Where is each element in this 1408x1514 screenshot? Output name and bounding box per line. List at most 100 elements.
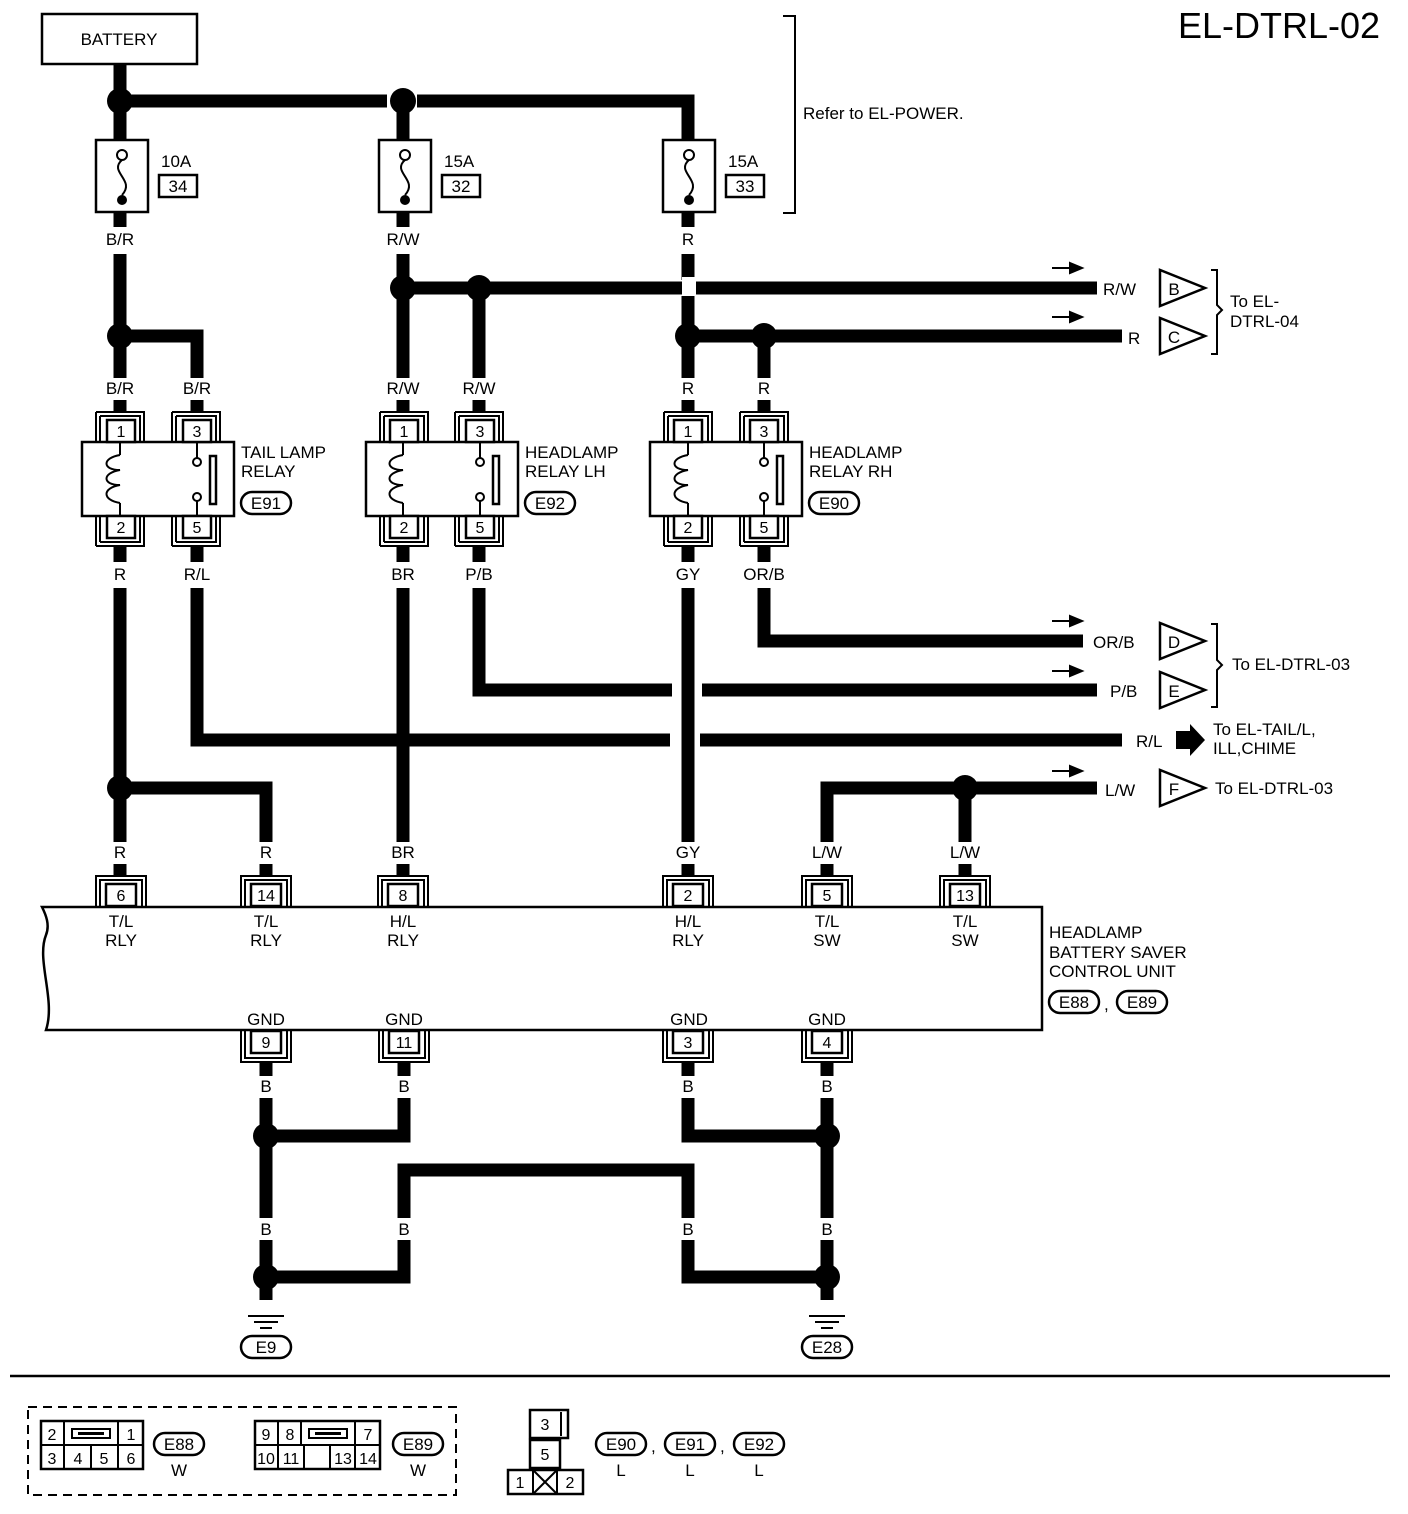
legend-e88: E88 [164, 1435, 194, 1454]
wire-label: R/W [462, 379, 495, 398]
wire-label: B [398, 1077, 409, 1096]
relay-pin: 5 [193, 520, 202, 537]
fuse-34-number-box [157, 173, 199, 199]
legend-comma: , [651, 1437, 656, 1456]
legend-pin: 9 [262, 1427, 271, 1444]
ground-left-label: E9 [256, 1338, 277, 1357]
wire-label: R/L [1136, 732, 1162, 751]
relay-pin: 3 [760, 424, 769, 441]
gnd-label: GND [670, 1010, 708, 1029]
wire-label: R [1128, 329, 1140, 348]
wire-label: R [260, 843, 272, 862]
wire-label: OR/B [743, 565, 785, 584]
relay-connector-box [807, 490, 861, 516]
cu-pin: 6 [117, 888, 126, 905]
cu-pin: 14 [257, 888, 275, 905]
wire-label: BR [391, 843, 415, 862]
wire-lw [820, 781, 1097, 842]
gnd-label: GND [247, 1010, 285, 1029]
relay-pin: 2 [117, 520, 126, 537]
relay-name: RELAY [241, 462, 296, 481]
to-tail-l1: To EL-TAIL/L, [1213, 720, 1316, 739]
relay-name: HEADLAMP [525, 443, 619, 462]
connector-f-flag [1158, 768, 1209, 808]
splice-dot [814, 1123, 840, 1149]
fuse-32 [377, 138, 433, 214]
legend-pin: 13 [334, 1451, 352, 1468]
cu-terminal-label: T/L [109, 912, 134, 931]
brace-icon [1211, 623, 1224, 708]
relay-tail-lamp [80, 411, 236, 547]
splice-dot [675, 323, 701, 349]
relay-name: RELAY LH [525, 462, 606, 481]
wire-label: R [114, 843, 126, 862]
connector-b-label: B [1168, 280, 1179, 299]
cu-separator: , [1104, 995, 1109, 1014]
wire-label: R [682, 230, 694, 249]
wire-rl [190, 546, 1122, 747]
e89-connector-face [253, 1419, 382, 1471]
splice-dot [107, 323, 133, 349]
control-unit-body [39, 905, 1044, 1032]
to-dtrl04-l2: DTRL-04 [1230, 312, 1299, 331]
relay-connector-box [239, 490, 293, 516]
refer-bracket [783, 15, 796, 214]
wire-pb [472, 546, 1097, 697]
cu-terminal-14 [240, 875, 292, 908]
wire-label: R [114, 565, 126, 584]
wire-label: B [821, 1077, 832, 1096]
cu-pin: 11 [396, 1035, 413, 1052]
wire-label: B/R [106, 379, 134, 398]
relay-headlamp-rh [648, 411, 804, 547]
gnd-label: GND [808, 1010, 846, 1029]
ground-connector-box [239, 1334, 293, 1360]
relay-pin: 2 [684, 520, 693, 537]
legend-connector-box [663, 1431, 717, 1457]
cu-terminal-6 [95, 875, 147, 908]
wire-label: B [682, 1220, 693, 1239]
wire-b [266, 1062, 411, 1143]
to-dtrl03-f: To EL-DTRL-03 [1215, 779, 1333, 798]
splice-dot [814, 1264, 840, 1290]
wire-rw-2 [403, 281, 486, 378]
connector-f-label: F [1169, 780, 1179, 799]
legend-pin: 2 [566, 1475, 575, 1492]
wire-label: OR/B [1093, 633, 1135, 652]
legend-e89: E89 [403, 1435, 433, 1454]
legend-e89-color: W [410, 1461, 426, 1480]
connector-d-label: D [1168, 633, 1180, 652]
cu-terminal-label: T/L [254, 912, 279, 931]
wire-label: BR [391, 565, 415, 584]
wire-label: L/W [950, 843, 980, 862]
cu-terminal-5 [801, 875, 853, 908]
fuse-34-number: 34 [169, 177, 188, 196]
legend-pin: 6 [127, 1451, 136, 1468]
relay-pin: 5 [476, 520, 485, 537]
legend-e88-color: W [171, 1461, 187, 1480]
to-dtrl03: To EL-DTRL-03 [1232, 655, 1350, 674]
legend-pin: 3 [541, 1417, 550, 1434]
splice-dot [253, 1123, 279, 1149]
page-title: EL-DTRL-02 [1178, 5, 1380, 46]
relay-connector-face [506, 1408, 585, 1496]
legend-pin: 10 [257, 1451, 275, 1468]
connector-e-flag [1158, 670, 1209, 710]
connector-d-flag [1158, 621, 1209, 661]
relay-pin: 3 [193, 424, 202, 441]
legend-relay-conn: E91 [675, 1435, 705, 1454]
splice-dot [107, 775, 133, 801]
relay-pin: 1 [684, 424, 693, 441]
splice-dot [107, 88, 133, 114]
relay-pin: 5 [760, 520, 769, 537]
splice-dot [751, 323, 777, 349]
connector-c-flag [1158, 316, 1209, 356]
connector-e-label: E [1168, 682, 1179, 701]
wire-label: R [758, 379, 770, 398]
legend-pin: 5 [100, 1451, 109, 1468]
relay-name: TAIL LAMP [241, 443, 326, 462]
wire-unit-in [113, 864, 972, 876]
cu-terminal-label: H/L [675, 912, 701, 931]
fuse-33-number: 33 [736, 177, 755, 196]
wire-label: R/W [386, 230, 419, 249]
arrow-icon [1052, 310, 1085, 324]
